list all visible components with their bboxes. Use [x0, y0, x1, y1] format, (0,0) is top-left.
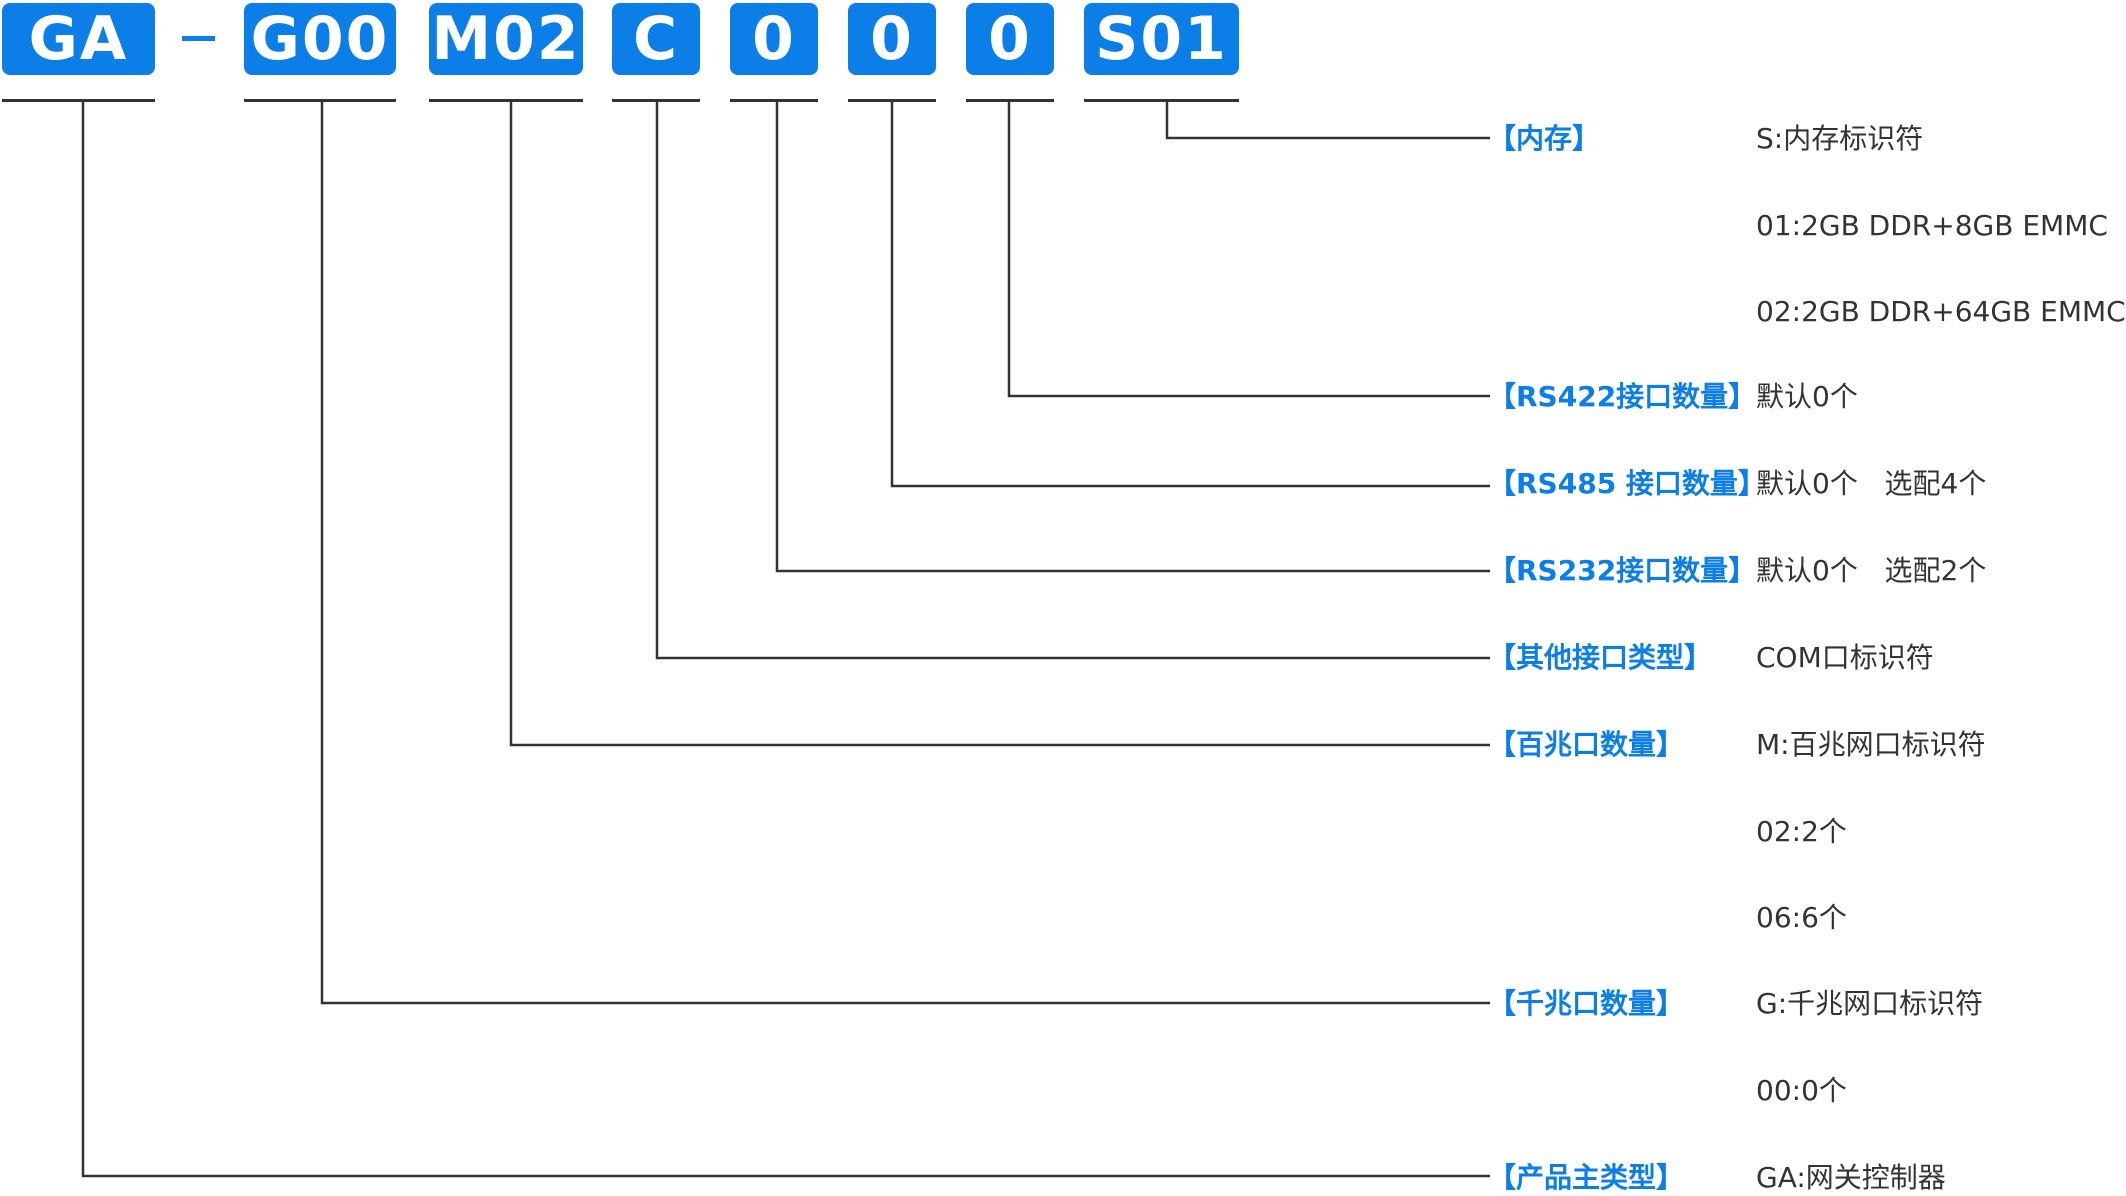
- desc-product-type-ga: GA:网关控制器: [1756, 1161, 1946, 1194]
- code-segment-ga: GA: [2, 3, 155, 75]
- code-segment-s01: S01: [1084, 3, 1239, 75]
- label-rs485-count: 【RS485 接口数量】: [1488, 467, 1766, 500]
- code-segment-m02: M02: [429, 3, 583, 75]
- label-memory: 【内存】: [1488, 122, 1601, 155]
- connector-rs232: [775, 101, 1490, 573]
- underline-c: [612, 99, 700, 102]
- label-rs422-count: 【RS422接口数量】: [1488, 380, 1757, 413]
- label-other-interface-type: 【其他接口类型】: [1488, 641, 1713, 674]
- desc-1000m-identifier: G:千兆网口标识符: [1756, 987, 1984, 1020]
- connector-rs422: [1007, 101, 1490, 398]
- connector-rs485: [890, 101, 1490, 488]
- desc-1000m-option-00: 00:0个: [1756, 1074, 1847, 1107]
- underline-m02: [429, 99, 583, 102]
- underline-rs422: [966, 99, 1054, 102]
- label-1000m-port-count: 【千兆口数量】: [1488, 987, 1685, 1020]
- code-segment-g00: G00: [244, 3, 396, 75]
- desc-rs422-default: 默认0个: [1756, 380, 1858, 413]
- underline-rs232: [730, 99, 818, 102]
- label-product-main-type: 【产品主类型】: [1488, 1161, 1685, 1194]
- label-100m-port-count: 【百兆口数量】: [1488, 728, 1685, 761]
- desc-memory-identifier: S:内存标识符: [1756, 122, 1924, 155]
- connector-other-interface: [655, 101, 1490, 660]
- code-segment-rs485: 0: [848, 3, 936, 75]
- code-segment-rs422: 0: [966, 3, 1054, 75]
- desc-com-identifier: COM口标识符: [1756, 641, 1934, 674]
- underline-ga: [2, 99, 155, 102]
- code-segment-c: C: [612, 3, 700, 75]
- connector-100m-ports: [509, 101, 1490, 747]
- underline-s01: [1084, 99, 1239, 102]
- underline-g00: [244, 99, 396, 102]
- desc-100m-identifier: M:百兆网口标识符: [1756, 728, 1986, 761]
- desc-100m-option-06: 06:6个: [1756, 901, 1847, 934]
- desc-memory-option-01: 01:2GB DDR+8GB EMMC: [1756, 209, 2108, 242]
- connector-1000m-ports: [320, 101, 1490, 1005]
- connector-product-type: [81, 101, 1490, 1178]
- desc-rs232-options: 默认0个 选配2个: [1756, 554, 1987, 587]
- desc-memory-option-02: 02:2GB DDR+64GB EMMC: [1756, 295, 2126, 328]
- desc-100m-option-02: 02:2个: [1756, 815, 1847, 848]
- code-segment-rs232: 0: [730, 3, 818, 75]
- underline-rs485: [848, 99, 936, 102]
- desc-rs485-options: 默认0个 选配4个: [1756, 467, 1987, 500]
- code-separator-dash: [182, 36, 215, 41]
- label-rs232-count: 【RS232接口数量】: [1488, 554, 1757, 587]
- connector-memory: [1165, 101, 1490, 140]
